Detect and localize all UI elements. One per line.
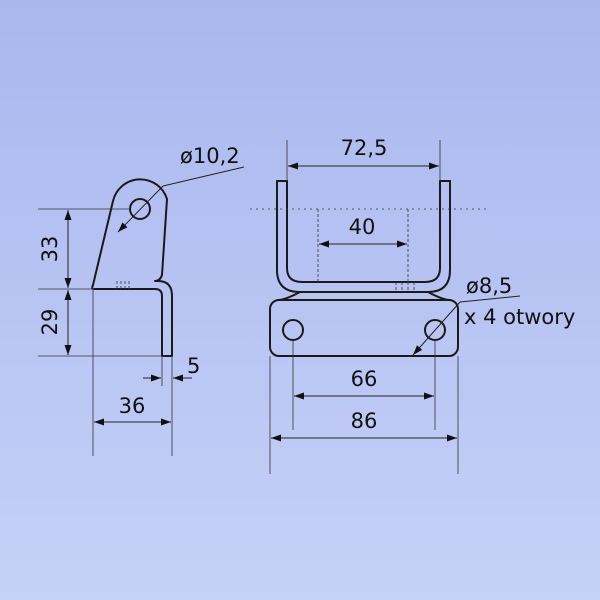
inner-width-label: 40 xyxy=(349,215,376,239)
base-hole-left xyxy=(282,319,304,341)
front-view: 72,5 40 ø8,5 x 4 otwory 66 86 xyxy=(250,136,575,474)
hole-small-leader-tail xyxy=(162,166,245,187)
height-top-label: 33 xyxy=(38,236,62,263)
hole-large-leader-tail xyxy=(459,295,521,303)
base-width-label: 86 xyxy=(351,409,378,433)
side-view: ø10,2 33 29 5 36 xyxy=(38,144,245,456)
thickness-label: 5 xyxy=(187,354,200,378)
u-bracket-outer xyxy=(276,180,451,293)
depth-label: 36 xyxy=(119,394,146,418)
hole-spacing-label: 66 xyxy=(351,367,378,391)
hole-small-label: ø10,2 xyxy=(180,144,240,168)
hole-small-leader xyxy=(117,185,164,233)
width-top-label: 72,5 xyxy=(341,136,388,160)
base-plate xyxy=(269,299,459,357)
side-bracket-outline xyxy=(91,178,173,357)
u-bracket-inner xyxy=(286,180,441,283)
hole-count-label: x 4 otwory xyxy=(464,305,575,329)
height-bottom-label: 29 xyxy=(38,309,62,336)
hole-large-label: ø8,5 xyxy=(466,274,512,298)
side-hidden-lines xyxy=(116,281,130,289)
hole-large-leader xyxy=(412,301,461,356)
